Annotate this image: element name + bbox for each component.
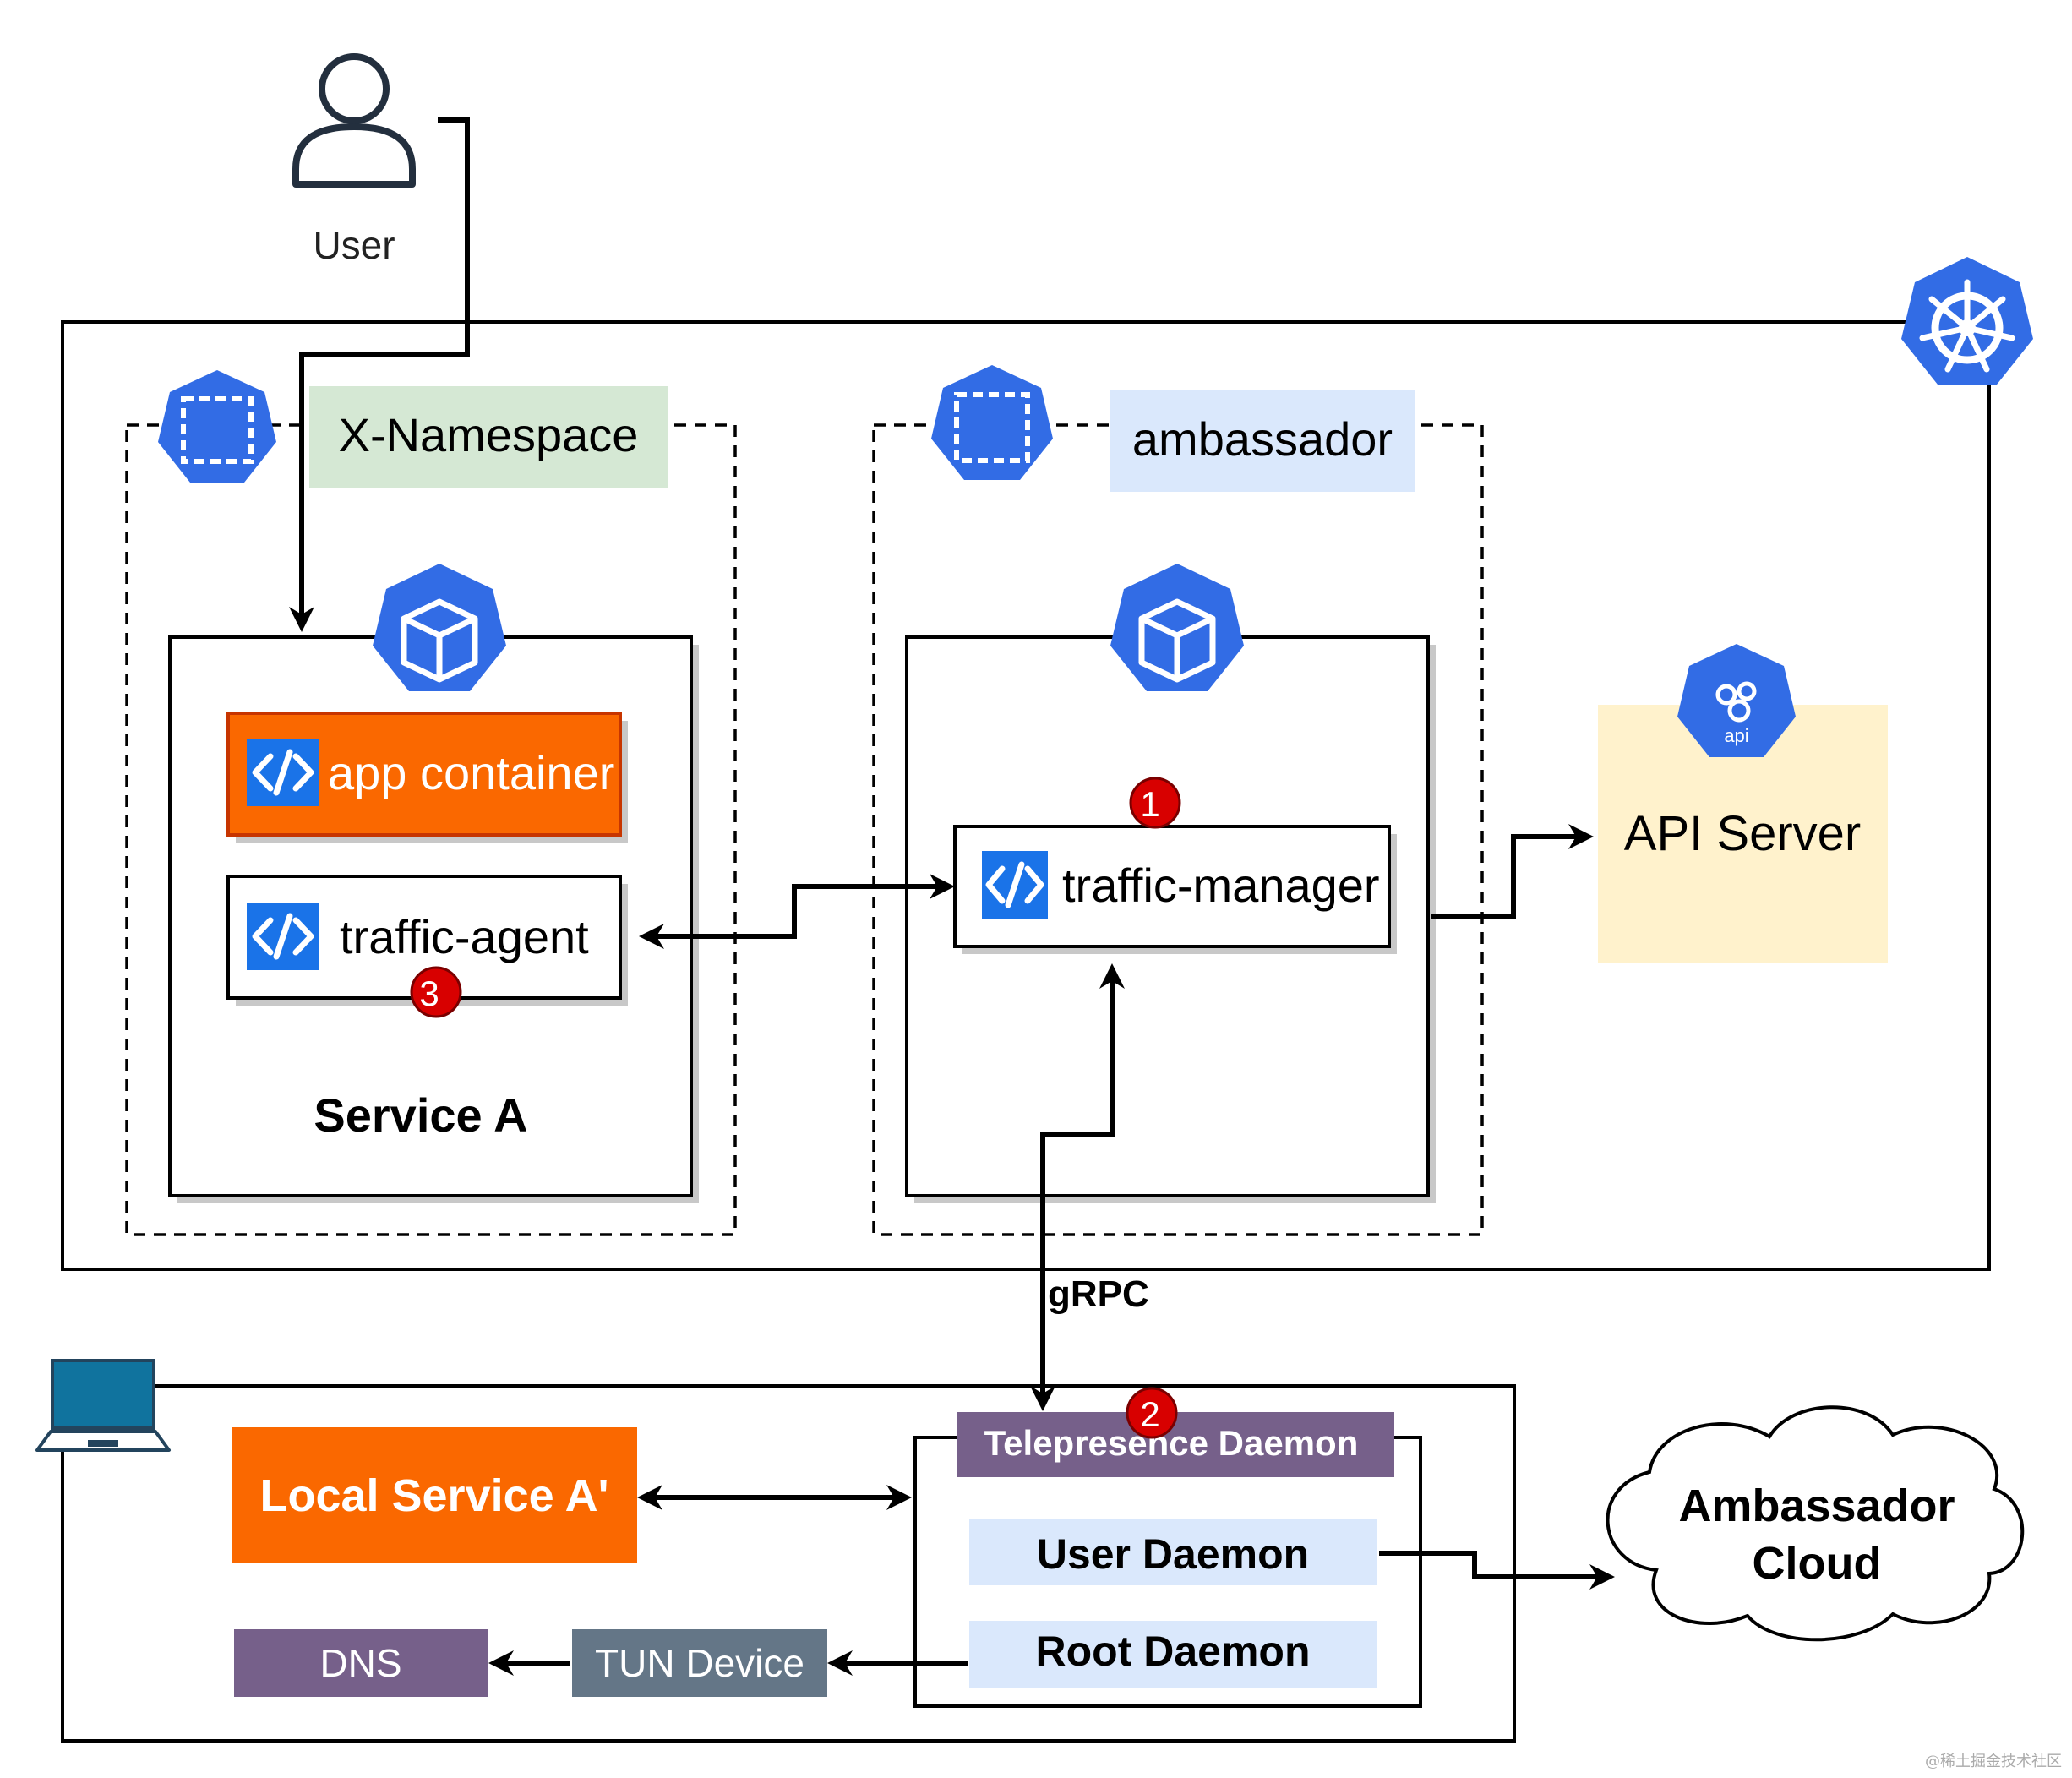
- agent-manager-arrow: [639, 874, 955, 949]
- dns-label: DNS: [319, 1641, 401, 1685]
- ambassador-cloud-label-line1: Ambassador: [1678, 1481, 1955, 1531]
- root-daemon-label: Root Daemon: [1036, 1628, 1311, 1675]
- step-1-badge: 1: [1129, 777, 1181, 829]
- ambassador-cloud-label-line2: Cloud: [1753, 1538, 1882, 1589]
- tun-device-label: TUN Device: [595, 1641, 804, 1685]
- x-namespace-label-bg: [309, 386, 668, 488]
- dns-box: [234, 1629, 488, 1697]
- ambassador-label: ambassador: [1132, 412, 1393, 466]
- pod-cube-icon: [1110, 564, 1244, 691]
- ambassador-cloud-shape: [1606, 1405, 2025, 1642]
- grpc-label: gRPC: [1048, 1274, 1149, 1315]
- user-daemon-box: [969, 1519, 1377, 1585]
- app-container-label: app container: [328, 746, 614, 799]
- k8s-cluster-frame: [61, 320, 1991, 1271]
- x-namespace-label: X-Namespace: [339, 408, 639, 461]
- api-server-label: API Server: [1624, 806, 1861, 861]
- watermark: @稀土掘金技术社区: [1925, 1753, 2062, 1770]
- user-daemon-label: User Daemon: [1037, 1530, 1309, 1578]
- local-machine-frame: [61, 1384, 1516, 1743]
- namespace-icon: [931, 365, 1053, 480]
- code-icon: [247, 903, 319, 970]
- pod-cube-icon: [373, 564, 506, 691]
- laptop-icon: [35, 1359, 171, 1452]
- api-icon: api: [1677, 644, 1796, 757]
- code-icon: [982, 851, 1048, 919]
- local-service-label: Local Service A': [259, 1470, 608, 1521]
- ambassador-label-bg: [1110, 390, 1415, 492]
- step-2-badge: 2: [1126, 1387, 1178, 1439]
- local-service-box: [232, 1427, 637, 1563]
- api-icon-label: api: [1724, 725, 1748, 746]
- traffic-manager-label: traffic-manager: [1062, 859, 1380, 912]
- traffic-agent-label: traffic-agent: [340, 910, 589, 963]
- code-icon: [247, 739, 319, 806]
- service-a-label: Service A: [314, 1088, 527, 1142]
- tun-device-box: [572, 1629, 827, 1697]
- root-daemon-box: [969, 1621, 1377, 1688]
- svg-text:3: 3: [419, 974, 439, 1013]
- svg-text:1: 1: [1140, 784, 1159, 824]
- user-icon: [292, 53, 416, 188]
- user-label: User: [313, 223, 395, 267]
- namespace-icon: [158, 370, 276, 483]
- svg-text:2: 2: [1140, 1394, 1159, 1434]
- kubernetes-wheel-icon: [1901, 257, 2033, 385]
- manager-to-api-arrow: [1431, 824, 1594, 919]
- step-3-badge: 3: [410, 966, 462, 1018]
- grpc-arrow: [1030, 963, 1125, 1411]
- user-to-service-arrow: [289, 117, 470, 632]
- user-daemon-to-cloud-arrow: [1379, 1551, 1615, 1590]
